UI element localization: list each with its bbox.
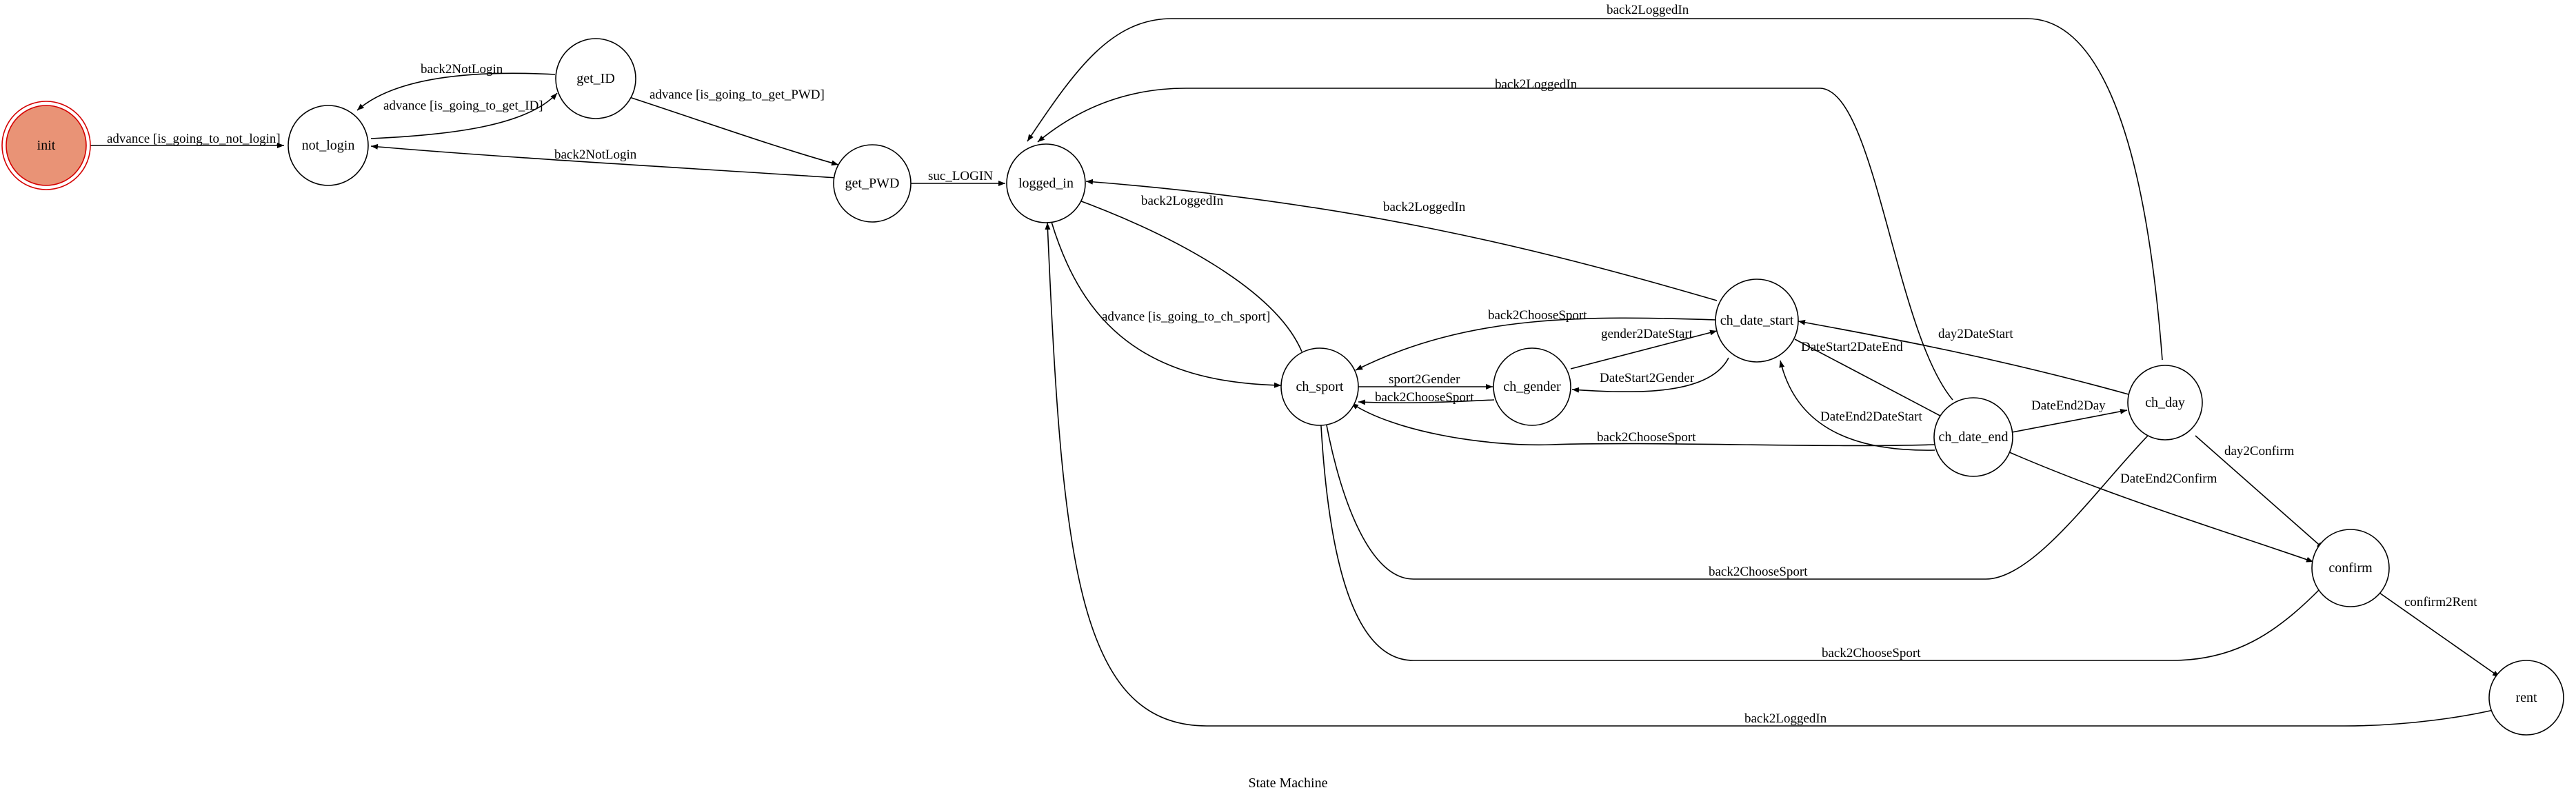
state-ch_day[interactable]: ch_day <box>2127 365 2203 441</box>
edge-logged_in-ch_sport <box>1051 221 1282 388</box>
edge-ch_date_start-ch_gender <box>1571 357 1729 393</box>
state-logged_in[interactable]: logged_in <box>1006 143 1086 223</box>
state-label: rent <box>2515 690 2537 705</box>
edge-get_ID-get_PWD <box>627 96 839 166</box>
edge-ch_date_end-ch_date_start <box>1779 360 1935 451</box>
state-confirm[interactable]: confirm <box>2311 529 2390 607</box>
edge-label: DateEnd2Confirm <box>2120 472 2217 486</box>
state-label: ch_date_start <box>1720 313 1794 328</box>
edge-label: back2ChooseSport <box>1597 430 1696 445</box>
state-ch_date_end[interactable]: ch_date_end <box>1933 397 2013 477</box>
state-label: not_login <box>302 138 355 153</box>
diagram-title: State Machine <box>1249 776 1328 791</box>
edge-label: suc_LOGIN <box>928 169 993 183</box>
edge-ch_gender-ch_sport <box>1358 399 1495 405</box>
state-label: get_ID <box>576 71 615 86</box>
edge-ch_date_start-ch_sport <box>1355 317 1717 371</box>
state-ch_sport[interactable]: ch_sport <box>1280 347 1359 426</box>
state-label: ch_date_end <box>1938 429 2008 445</box>
edge-label: DateStart2Gender <box>1600 371 1695 385</box>
edge-confirm-rent <box>2379 592 2500 678</box>
edge-label: back2ChooseSport <box>1375 390 1474 405</box>
nodes: init not_login get_ID get_PWD logged_in … <box>1 38 2564 736</box>
edge-label: back2LoggedIn <box>1141 194 1224 208</box>
edge-label: advance [is_going_to_not_login] <box>107 132 281 146</box>
state-label: confirm <box>2328 560 2373 576</box>
edges <box>90 18 2508 727</box>
state-ch_date_start[interactable]: ch_date_start <box>1715 279 1799 363</box>
edge-confirm-ch_sport <box>1318 413 2322 661</box>
edge-label: advance [is_going_to_get_ID] <box>383 99 543 113</box>
edge-label: day2Confirm <box>2224 444 2295 458</box>
edge-ch_day-logged_in <box>1027 18 2163 361</box>
edge-label: DateStart2DateEnd <box>1801 340 1903 354</box>
state-label: ch_gender <box>1503 379 1561 394</box>
edge-label: advance [is_going_to_ch_sport] <box>1102 310 1270 324</box>
edge-label: back2NotLogin <box>421 62 503 77</box>
state-get_ID[interactable]: get_ID <box>555 38 636 119</box>
edge-get_PWD-not_login <box>370 143 837 179</box>
edge-label: DateEnd2DateStart <box>1820 409 1922 424</box>
edge-ch_date_end-ch_sport <box>1351 403 1935 447</box>
edge-ch_gender-ch_date_start <box>1570 330 1718 370</box>
state-init[interactable]: init <box>1 101 91 190</box>
state-label: ch_sport <box>1296 379 1344 394</box>
state-ch_gender[interactable]: ch_gender <box>1493 347 1571 426</box>
state-label: init <box>37 138 56 153</box>
edge-label: back2LoggedIn <box>1383 200 1466 214</box>
edge-label: back2LoggedIn <box>1744 711 1827 726</box>
edge-label: back2NotLogin <box>554 148 637 162</box>
edge-ch_date_end-logged_in <box>1037 88 1953 401</box>
edge-ch_date_start-logged_in <box>1085 179 1718 301</box>
edge-ch_date_end-ch_day <box>2011 408 2128 433</box>
edge-label: back2LoggedIn <box>1607 3 1689 17</box>
edge-rent-logged_in <box>1045 222 2508 727</box>
edge-label: DateEnd2Day <box>2031 398 2106 413</box>
state-label: get_PWD <box>845 176 900 191</box>
edge-label: back2ChooseSport <box>1709 565 1808 579</box>
state-label: ch_day <box>2145 395 2185 410</box>
edge-ch_day-ch_sport <box>1322 413 2149 580</box>
state-rent[interactable]: rent <box>2488 660 2564 736</box>
edge-ch_day-confirm <box>2195 435 2324 549</box>
state-get_PWD[interactable]: get_PWD <box>833 144 912 223</box>
edge-ch_date_start-ch_date_end <box>1794 338 1950 421</box>
edge-ch_sport-logged_in <box>1071 197 1302 352</box>
edge-get_ID-not_login <box>356 72 556 111</box>
edge-label: gender2DateStart <box>1601 327 1693 341</box>
edge-not_login-get_ID <box>370 92 558 139</box>
edge-label: back2LoggedIn <box>1495 77 1578 92</box>
edge-label: advance [is_going_to_get_PWD] <box>650 88 825 102</box>
state-not_login[interactable]: not_login <box>288 105 369 186</box>
state-label: logged_in <box>1018 176 1074 191</box>
edge-label: confirm2Rent <box>2404 595 2477 609</box>
edge-label: back2ChooseSport <box>1488 308 1587 323</box>
edge-ch_date_end-confirm <box>2002 449 2314 563</box>
edge-labels: advance [is_going_to_not_login] back2Not… <box>107 3 2477 726</box>
edge-ch_day-ch_date_start <box>1798 319 2129 395</box>
edge-label: day2DateStart <box>1938 327 2013 341</box>
edge-label: sport2Gender <box>1389 372 1460 387</box>
edge-label: back2ChooseSport <box>1822 646 1921 660</box>
